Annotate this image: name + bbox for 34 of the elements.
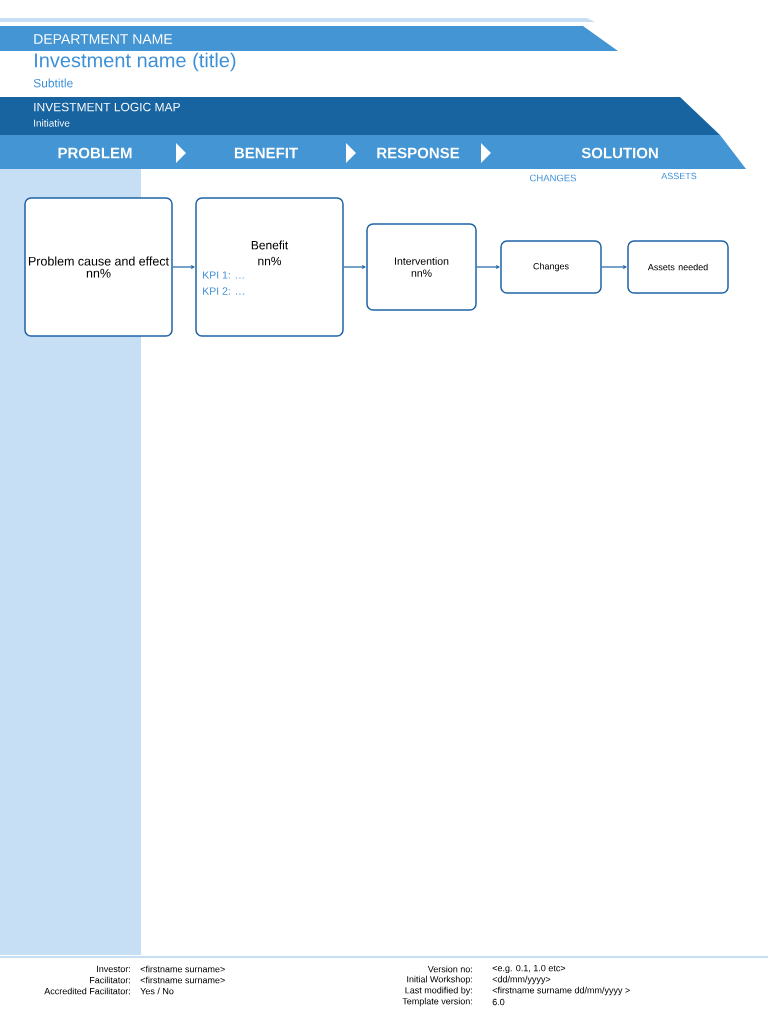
field-value: <firstname surname dd/mm/yyyy > <box>492 986 630 996</box>
department-heading: DEPARTMENT NAME <box>34 34 173 44</box>
field-value: <firstname surname> <box>140 976 225 984</box>
initiative-label: Initiative <box>34 119 70 127</box>
field-label: Investor: <box>97 965 130 973</box>
process-box: Problem cause and effect nn% <box>24 197 173 337</box>
field-label: Facilitator: <box>90 976 130 984</box>
column-heading: CHANGES <box>530 174 577 182</box>
process-box: Assets needed <box>627 240 729 294</box>
field-label: Last modified by: <box>405 986 472 996</box>
arrow <box>476 265 500 269</box>
stage-heading: PROBLEM <box>58 147 132 159</box>
arrow <box>343 265 366 269</box>
subtitle: Subtitle <box>33 78 73 88</box>
stage-heading: RESPONSE <box>377 147 460 159</box>
field-label: Version no: <box>427 965 472 973</box>
field-value: 6.0 <box>492 998 505 1006</box>
section-heading: INVESTMENT LOGIC MAP <box>34 102 180 112</box>
arrow <box>172 265 195 269</box>
field-value: Yes / No <box>140 987 174 995</box>
stage-heading: BENEFIT <box>234 147 298 159</box>
field-label: Accredited Facilitator: <box>44 987 130 995</box>
field-label: Initial Workshop: <box>407 975 472 985</box>
field-value: <dd/mm/yyyy> <box>492 975 551 985</box>
field-value: <e.g. 0.1, 1.0 etc> <box>492 964 566 974</box>
field-label: Template version: <box>402 997 472 1007</box>
field-value: <firstname surname> <box>140 965 225 973</box>
column-heading: ASSETS <box>661 172 697 180</box>
process-box: Changes <box>500 240 602 294</box>
arrow <box>601 265 627 269</box>
process-box: Benefit nn% KPI 1: … KPI 2: … <box>195 197 344 337</box>
title: Investment name (title) <box>35 52 236 72</box>
process-box: Intervention nn% <box>366 223 477 311</box>
stage-heading: SOLUTION <box>581 147 658 159</box>
